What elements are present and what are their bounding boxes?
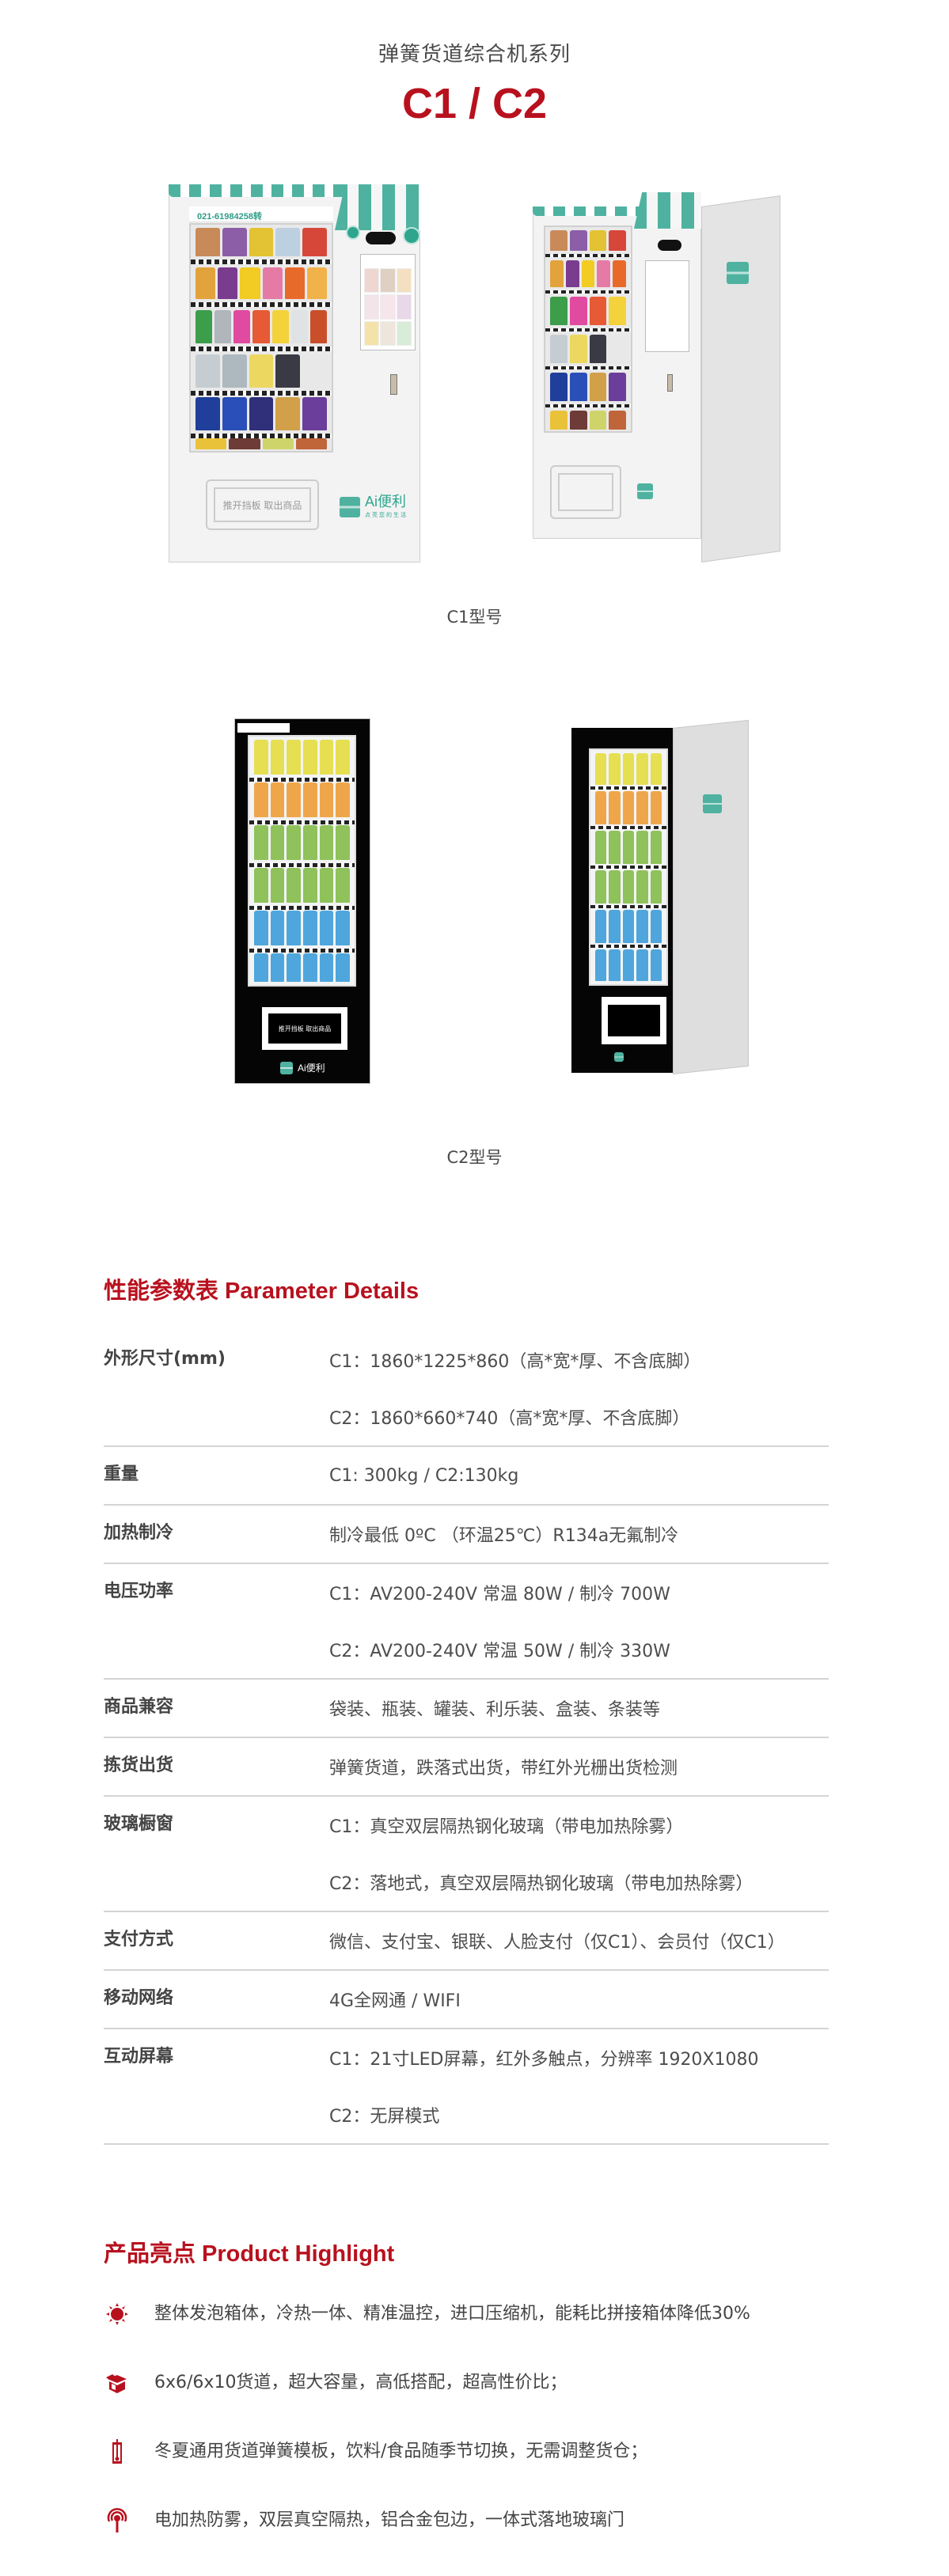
parameter-value: 微信、支付宝、银联、人脸支付（仅C1）、会员付（仅C1） [329, 1933, 785, 1953]
thermometer-icon [104, 2438, 131, 2465]
parameter-row: 外形尺寸(mm) C1：1860*1225*860（高*宽*厚、不含底脚） C2：1… [104, 1332, 829, 1447]
highlights-title: 产品亮点 Product Highlight [104, 2241, 395, 2267]
c2-glass-window [248, 735, 356, 987]
c1-perspective-image [533, 184, 786, 564]
parameter-label: 外形尺寸(mm) [104, 1349, 226, 1369]
c1-pickup-door: 推开挡板 取出商品 [206, 479, 319, 530]
parameters-title: 性能参数表 Parameter Details [104, 1279, 419, 1304]
parameter-values: 袋装、瓶装、罐装、利乐装、盒装、条装等 [329, 1680, 829, 1737]
parameter-label: 加热制冷 [104, 1523, 174, 1543]
parameter-values: C1：AV200-240V 常温 80W / 制冷 700W C2：AV200-2… [329, 1564, 829, 1678]
c2-caption: C2型号 [446, 1148, 503, 1167]
parameters-table: 外形尺寸(mm) C1：1860*1225*860（高*宽*厚、不含底脚） C2：1… [104, 1332, 829, 2145]
parameter-value: 4G全网通 / WIFI [329, 1991, 461, 2011]
signal-icon [104, 2507, 131, 2534]
c2-front-image: 推开挡板 取出商品 Ai便利 [234, 718, 370, 1087]
parameter-row: 重量 C1: 300kg / C2:130kg [104, 1447, 829, 1506]
parameter-value: C1：21寸LED屏幕，红外多触点，分辨率 1920X1080 [329, 2050, 759, 2070]
parameter-value: 制冷最低 0ºC （环温25℃）R134a无氟制冷 [329, 1526, 679, 1546]
highlight-text: 6x6/6x10货道，超大容量，高低搭配，超高性价比； [154, 2373, 568, 2392]
c1-touch-screen [360, 254, 416, 350]
parameter-value: C2：1860*660*740（高*宽*厚、不含底脚） [329, 1409, 690, 1429]
highlight-text: 电加热防雾，双层真空隔热，铝合金包边，一体式落地玻璃门 [154, 2510, 625, 2530]
parameter-row: 电压功率 C1：AV200-240V 常温 80W / 制冷 700W C2：AV2… [104, 1564, 829, 1680]
parameter-label: 拣货出货 [104, 1756, 174, 1775]
c1-caption: C1型号 [446, 608, 503, 627]
parameter-label: 商品兼容 [104, 1697, 174, 1717]
parameter-row: 玻璃橱窗 C1：真空双层隔热钢化玻璃（带电加热除雾） C2：落地式，真空双层隔热钢化… [104, 1797, 829, 1912]
parameter-row: 商品兼容 袋装、瓶装、罐装、利乐装、盒装、条装等 [104, 1680, 829, 1738]
parameter-values: 制冷最低 0ºC （环温25℃）R134a无氟制冷 [329, 1506, 829, 1563]
parameter-label: 重量 [104, 1464, 139, 1484]
parameter-label: 玻璃橱窗 [104, 1814, 174, 1834]
parameter-row: 移动网络 4G全网通 / WIFI [104, 1971, 829, 2029]
parameter-values: C1：1860*1225*860（高*宽*厚、不含底脚） C2：1860*660*… [329, 1332, 829, 1445]
parameter-row: 拣货出货 弹簧货道，跌落式出货，带红外光栅出货检测 [104, 1738, 829, 1797]
highlight-text: 冬夏通用货道弹簧模板，饮料/食品随季节切换，无需调整货仓； [154, 2442, 648, 2461]
highlight-item: 电加热防雾，双层真空隔热，铝合金包边，一体式落地玻璃门 [104, 2507, 848, 2576]
highlight-text: 整体发泡箱体，冷热一体、精准温控，进口压缩机，能耗比拼接箱体降低30% [154, 2304, 750, 2324]
parameter-label: 互动屏幕 [104, 2047, 174, 2066]
parameter-value: C1: 300kg / C2:130kg [329, 1465, 519, 1486]
parameter-label: 支付方式 [104, 1930, 174, 1949]
parameter-values: 4G全网通 / WIFI [329, 1971, 829, 2028]
parameter-label: 移动网络 [104, 1988, 174, 2008]
parameter-value: 弹簧货道，跌落式出货，带红外光栅出货检测 [329, 1759, 678, 1779]
parameter-value: C1：1860*1225*860（高*宽*厚、不含底脚） [329, 1352, 701, 1372]
parameter-row: 加热制冷 制冷最低 0ºC （环温25℃）R134a无氟制冷 [104, 1506, 829, 1564]
parameter-value: C1：真空双层隔热钢化玻璃（带电加热除雾） [329, 1817, 684, 1837]
hotline-number: 021-61984258转 [197, 212, 262, 222]
parameter-values: 微信、支付宝、银联、人脸支付（仅C1）、会员付（仅C1） [329, 1912, 829, 1969]
parameter-value: C2：落地式，真空双层隔热钢化玻璃（带电加热除雾） [329, 1874, 754, 1894]
highlight-item: 整体发泡箱体，冷热一体、精准温控，进口压缩机，能耗比拼接箱体降低30% [104, 2301, 848, 2370]
model-title: C1 / C2 [401, 80, 548, 127]
parameter-value: C1：AV200-240V 常温 80W / 制冷 700W [329, 1585, 670, 1604]
highlight-item: 冬夏通用货道弹簧模板，饮料/食品随季节切换，无需调整货仓； [104, 2438, 848, 2507]
highlight-item: 6x6/6x10货道，超大容量，高低搭配，超高性价比； [104, 2370, 848, 2438]
c2-perspective-image [567, 718, 757, 1103]
sun-icon [104, 2301, 131, 2328]
c1-glass-window [189, 223, 333, 453]
parameter-row: 支付方式 微信、支付宝、银联、人脸支付（仅C1）、会员付（仅C1） [104, 1912, 829, 1971]
parameter-value: 袋装、瓶装、罐装、利乐装、盒装、条装等 [329, 1700, 661, 1720]
parameter-values: C1：真空双层隔热钢化玻璃（带电加热除雾） C2：落地式，真空双层隔热钢化玻璃（带… [329, 1797, 829, 1911]
box-icon [104, 2370, 131, 2396]
series-title: 弹簧货道综合机系列 [378, 43, 571, 66]
c1-front-image: 021-61984258转 推开挡板 取出商品 Ai便利点亮您的生活 [169, 184, 420, 564]
brand-logo: Ai便利点亮您的生活 [340, 494, 408, 519]
parameter-values: C1: 300kg / C2:130kg [329, 1447, 829, 1504]
parameter-label: 电压功率 [104, 1582, 174, 1601]
highlights-list: 整体发泡箱体，冷热一体、精准温控，进口压缩机，能耗比拼接箱体降低30% 6x6/… [104, 2301, 848, 2576]
parameter-values: 弹簧货道，跌落式出货，带红外光栅出货检测 [329, 1738, 829, 1795]
awning-canopy [335, 184, 420, 230]
parameter-value: C2：AV200-240V 常温 50W / 制冷 330W [329, 1642, 670, 1661]
parameter-value: C2：无屏模式 [329, 2107, 440, 2127]
